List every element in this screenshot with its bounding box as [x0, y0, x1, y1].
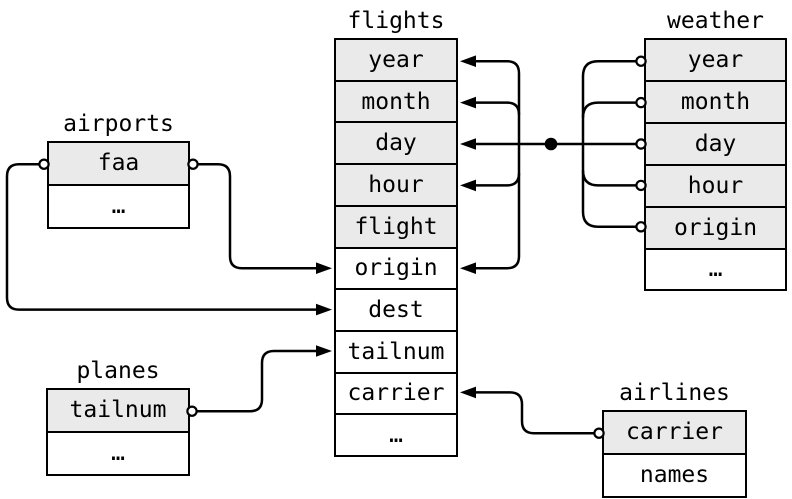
table-row: faa — [49, 143, 188, 184]
table-row: day — [336, 121, 456, 164]
table-row: … — [48, 430, 188, 474]
relation-planes-flights-tailnum — [196, 349, 318, 413]
table-row: hour — [646, 163, 785, 206]
arrowhead-flights-dest — [316, 303, 332, 316]
table-row: origin — [336, 246, 456, 289]
relation-weather-flights-hour-branch-right — [581, 170, 637, 187]
table-airlines-title: airlines — [619, 380, 730, 406]
junction-dot — [544, 137, 558, 151]
table-row: day — [646, 121, 785, 164]
table-row: carrier — [604, 412, 745, 453]
table-airports-rows: faa… — [49, 143, 188, 227]
table-planes-title: planes — [76, 358, 160, 384]
table-planes-rows: tailnum… — [48, 390, 188, 474]
arrowhead-flights-month — [460, 96, 476, 109]
arrowhead-flights-year — [460, 55, 476, 67]
table-row: hour — [336, 163, 456, 205]
table-row: names — [604, 452, 745, 496]
table-row: tailnum — [336, 329, 456, 372]
relation-weather-flights-month-branch-left — [476, 101, 521, 115]
table-row: year — [336, 40, 456, 80]
table-flights-title: flights — [347, 8, 445, 34]
table-row: … — [49, 183, 188, 227]
relation-weather-flights-right-trunk — [581, 59, 637, 229]
table-airports: airports faa… — [47, 111, 190, 229]
arrowhead-flights-hour — [460, 179, 476, 192]
table-row: … — [336, 413, 456, 456]
relation-weather-flights-month-branch-right — [581, 101, 637, 118]
relation-airports-flights-origin — [197, 162, 318, 270]
arrowhead-flights-tailnum — [316, 345, 332, 357]
arrowhead-flights-origin-left — [316, 262, 332, 274]
relation-airlines-flights-carrier — [476, 391, 595, 435]
table-row: month — [336, 79, 456, 122]
table-row: origin — [646, 205, 785, 248]
table-planes: planes tailnum… — [46, 358, 190, 476]
table-row: year — [646, 40, 785, 80]
arrowhead-flights-day — [460, 138, 476, 150]
arrowhead-flights-origin-right — [460, 262, 476, 274]
relation-weather-flights-left-trunk — [476, 59, 521, 270]
table-row: flight — [336, 204, 456, 247]
table-weather-title: weather — [667, 8, 764, 34]
table-row: … — [646, 247, 785, 290]
arrowhead-flights-carrier — [460, 386, 476, 399]
table-row: month — [646, 79, 785, 122]
table-row: tailnum — [48, 390, 188, 431]
table-row: dest — [336, 288, 456, 330]
table-airports-title: airports — [63, 111, 174, 137]
table-row: carrier — [336, 371, 456, 414]
relation-weather-flights-hour-branch-left — [476, 173, 521, 187]
